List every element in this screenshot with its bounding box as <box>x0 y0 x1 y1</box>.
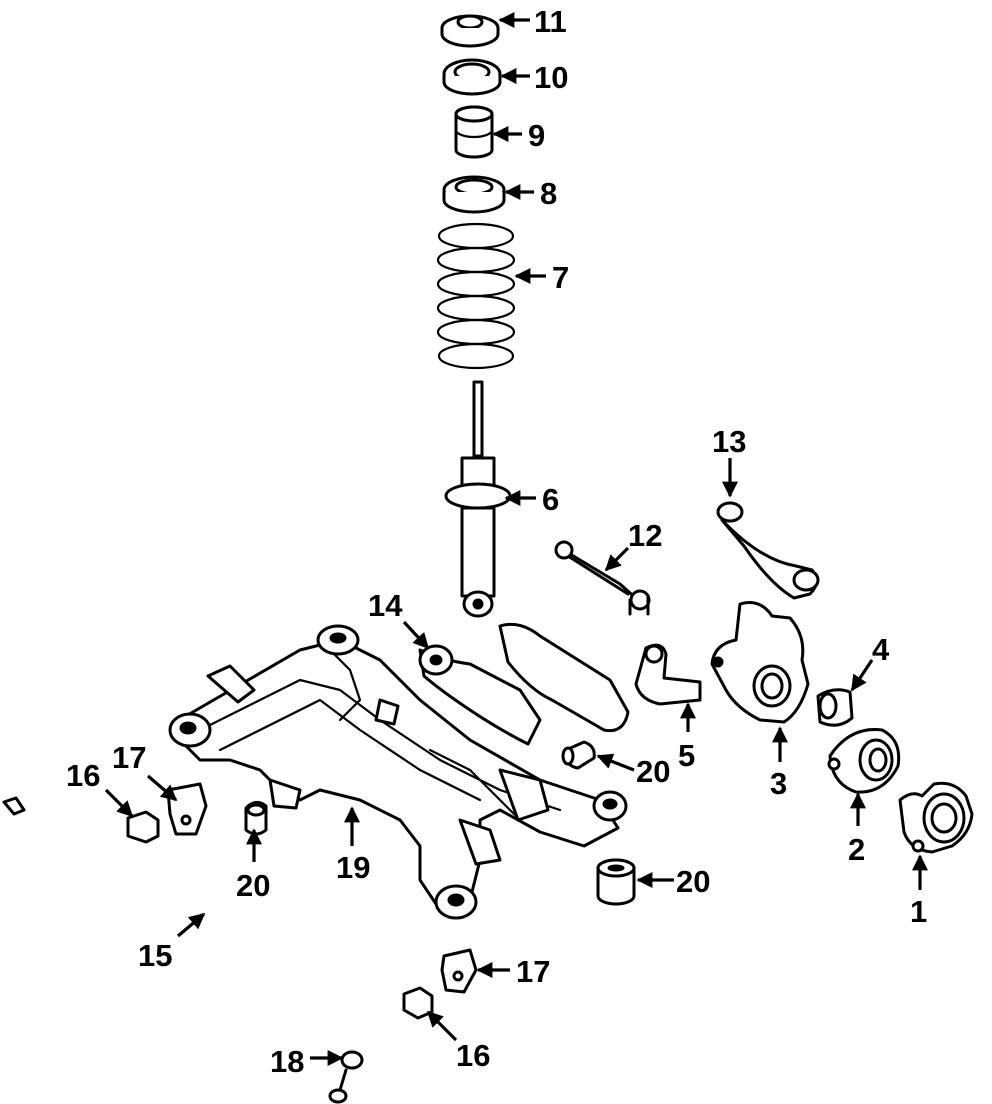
bushing-left-part <box>244 801 268 836</box>
spring-insulator-part <box>442 175 506 214</box>
callout-19: 19 <box>336 850 370 885</box>
callout-8: 8 <box>540 176 557 211</box>
shock-absorber-part <box>444 380 512 618</box>
lower-control-arm-part <box>418 622 630 746</box>
wheel-hub-part <box>898 781 974 854</box>
callout-2: 2 <box>848 832 865 867</box>
upper-spring-seat-part <box>442 58 502 96</box>
knuckle-part <box>710 601 810 724</box>
bump-stop-part <box>454 105 494 159</box>
callout-17-upper: 17 <box>112 740 146 775</box>
callout-5: 5 <box>678 738 695 773</box>
callout-20-right: 20 <box>676 864 710 899</box>
callout-3: 3 <box>770 766 787 801</box>
bushing-part <box>816 688 854 727</box>
callout-15: 15 <box>138 938 172 973</box>
callout-20-left: 20 <box>236 868 270 903</box>
callout-4: 4 <box>872 632 890 667</box>
coil-spring-part <box>436 222 516 370</box>
callout-16-upper: 16 <box>66 758 100 793</box>
stabilizer-bushing-part <box>126 810 434 1020</box>
callout-12: 12 <box>628 518 662 553</box>
leader-lines <box>104 12 928 1066</box>
bushing-large-part <box>596 858 636 906</box>
stabilizer-bar-part <box>2 796 392 1052</box>
callout-6: 6 <box>542 482 559 517</box>
callout-1: 1 <box>910 894 927 929</box>
callout-17-lower: 17 <box>516 954 550 989</box>
stabilizer-link-part <box>328 1050 364 1104</box>
callout-labels: 11 10 9 8 7 6 12 13 14 4 5 3 20 2 1 19 1… <box>66 4 927 1079</box>
callout-18: 18 <box>270 1044 304 1079</box>
stabilizer-bracket-part <box>166 782 478 994</box>
callout-13: 13 <box>712 424 746 459</box>
callout-16-lower: 16 <box>456 1038 490 1073</box>
bushing-small-center-part <box>561 740 596 770</box>
upper-control-arm-part <box>716 501 820 600</box>
subframe-part <box>168 624 628 920</box>
trailing-arm-part <box>554 540 651 616</box>
callout-20-center: 20 <box>636 754 670 789</box>
callout-14: 14 <box>368 588 403 623</box>
strut-mount-part <box>440 14 500 48</box>
callout-10: 10 <box>534 60 568 95</box>
wheel-bearing-part <box>827 728 901 794</box>
callout-11: 11 <box>534 4 567 39</box>
toe-link-part <box>634 643 702 706</box>
callout-9: 9 <box>528 118 545 153</box>
callout-7: 7 <box>552 260 569 295</box>
